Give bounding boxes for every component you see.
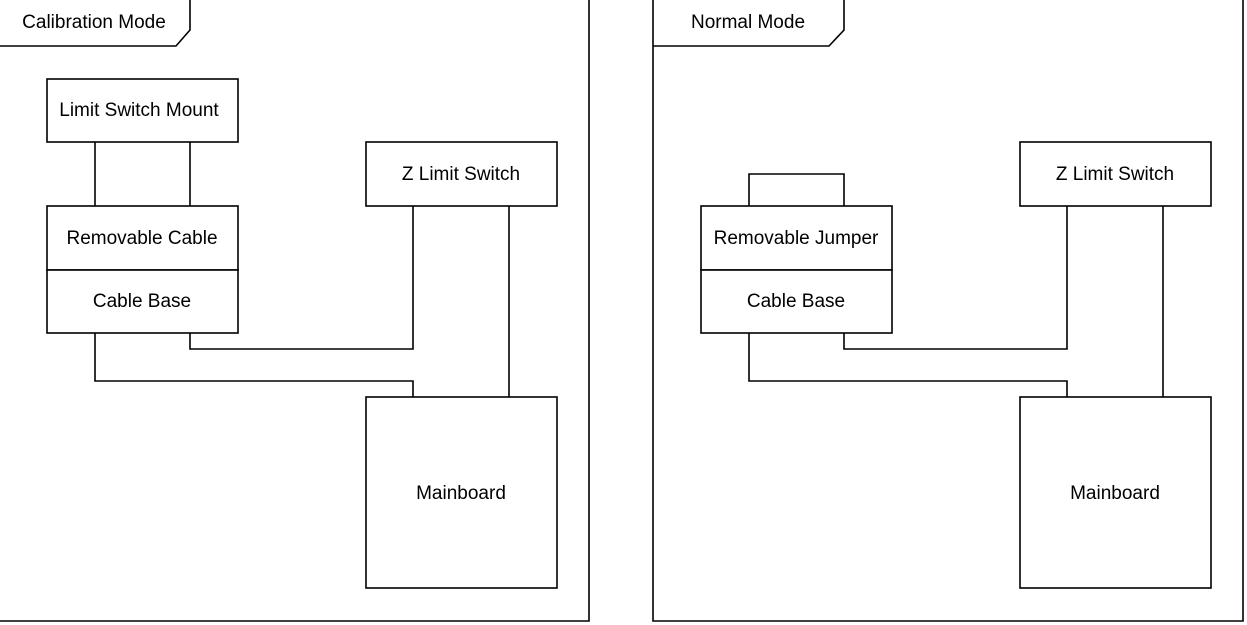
cable-base-to-z-switch-wire (189, 206, 414, 350)
normal-cable-base-to-mainboard-wire (748, 333, 1068, 397)
normal-frame (652, 0, 1244, 622)
calibration-mode-panel: Calibration Mode Limit Switch Mount Remo… (0, 0, 590, 622)
calibration-frame-tab (0, 0, 191, 47)
removable-jumper-label: Removable Jumper (714, 228, 879, 249)
mainboard-label: Mainboard (416, 483, 506, 504)
calibration-frame-title: Calibration Mode (22, 12, 166, 33)
normal-z-limit-switch-box: Z Limit Switch (1019, 141, 1212, 207)
mainboard-box: Mainboard (365, 396, 558, 589)
normal-mainboard-box: Mainboard (1019, 396, 1212, 589)
normal-mainboard-label: Mainboard (1070, 483, 1160, 504)
normal-z-limit-switch-label: Z Limit Switch (1056, 164, 1174, 185)
normal-cable-base-box: Cable Base (700, 269, 893, 334)
removable-cable-label: Removable Cable (66, 228, 217, 249)
cable-base-to-mainboard-wire (94, 333, 414, 397)
cable-base-box: Cable Base (46, 269, 239, 334)
normal-frame-tab (653, 0, 845, 47)
cable-base-label: Cable Base (93, 291, 191, 312)
normal-frame-title: Normal Mode (691, 12, 805, 33)
z-limit-switch-label: Z Limit Switch (402, 164, 520, 185)
jumper-loop-wire (748, 173, 845, 206)
normal-mode-panel: Normal Mode Removable Jumper Cable Base … (652, 0, 1244, 622)
removable-jumper-box: Removable Jumper (700, 205, 893, 271)
calibration-frame (0, 0, 590, 622)
removable-cable-box: Removable Cable (46, 205, 239, 271)
z-limit-switch-box: Z Limit Switch (365, 141, 558, 207)
limit-switch-mount-box: Limit Switch Mount (46, 78, 239, 143)
normal-cable-base-label: Cable Base (747, 291, 845, 312)
limit-switch-mount-label: Limit Switch Mount (59, 100, 219, 121)
normal-cable-base-to-z-switch-wire (843, 206, 1068, 350)
